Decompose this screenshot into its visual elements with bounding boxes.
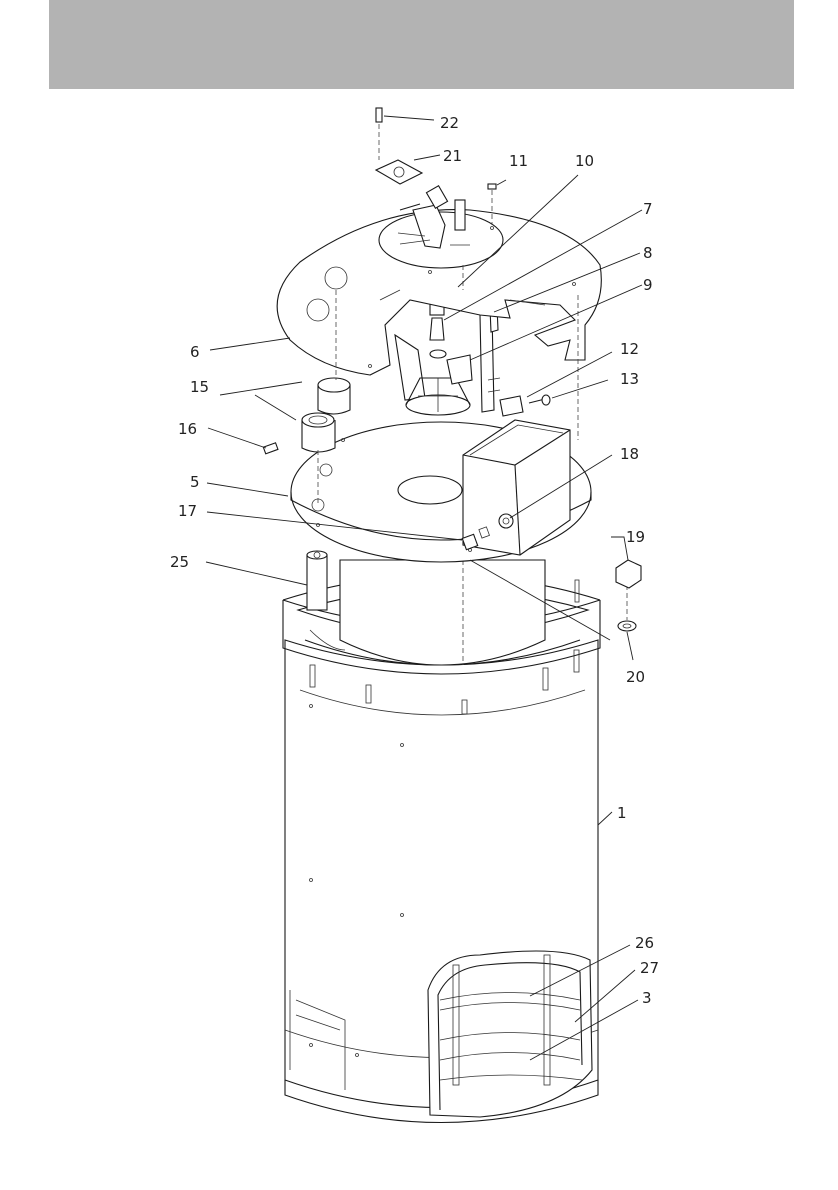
callout-9: 9 <box>643 276 653 294</box>
callout-10: 10 <box>575 152 594 170</box>
callout-20: 20 <box>626 668 645 686</box>
callout-5: 5 <box>190 473 200 491</box>
callout-25: 25 <box>170 553 189 571</box>
callout-6: 6 <box>190 343 200 361</box>
callout-13: 13 <box>620 370 639 388</box>
callout-19: 19 <box>626 528 645 546</box>
callout-1: 1 <box>617 804 627 822</box>
callout-17: 17 <box>178 502 197 520</box>
callout-7: 7 <box>643 200 653 218</box>
callout-11: 11 <box>509 152 528 170</box>
callout-26: 26 <box>635 934 654 952</box>
callout-8: 8 <box>643 244 653 262</box>
callout-12: 12 <box>620 340 639 358</box>
callout-27: 27 <box>640 959 659 977</box>
lower-plate <box>291 420 591 562</box>
callout-16: 16 <box>178 420 197 438</box>
nut-and-washer <box>616 560 641 631</box>
inner-drum <box>307 551 545 665</box>
top-disc-and-valve <box>376 108 503 268</box>
callout-21: 21 <box>443 147 462 165</box>
cutaway-window <box>428 951 592 1117</box>
callout-22: 22 <box>440 114 459 132</box>
callout-15: 15 <box>190 378 209 396</box>
callout-3: 3 <box>642 989 652 1007</box>
callout-18: 18 <box>620 445 639 463</box>
